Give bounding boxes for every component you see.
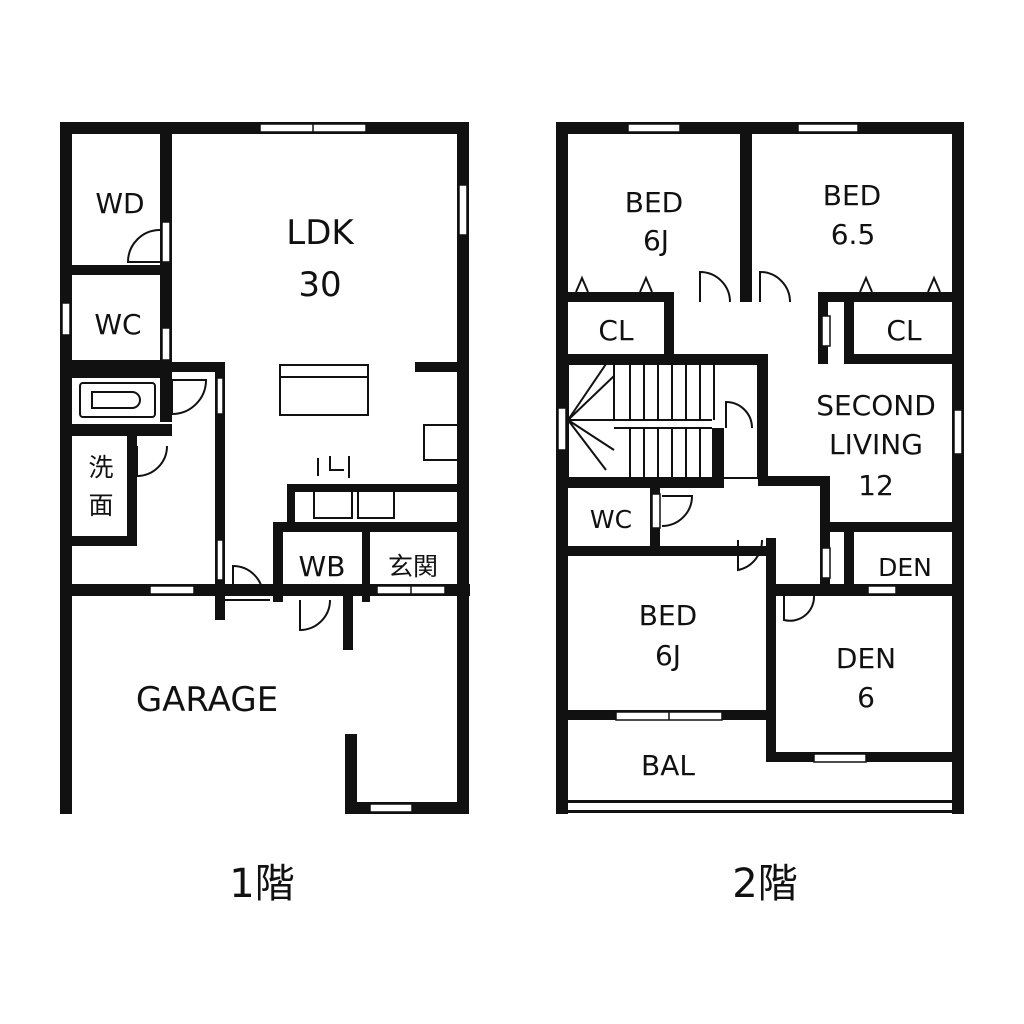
floor-2-labels: BED 6J BED 6.5 CL CL SECOND LIVING 12 WC…: [590, 179, 936, 782]
wd-door-icon: [126, 229, 161, 263]
room-label-cl-left: CL: [598, 314, 634, 347]
floor-1-plan: WD WC LDK 30 洗 面 WB 玄関 GARAGE 1階: [60, 122, 470, 907]
bed-ne-door-icon: [759, 270, 791, 303]
wash-door-icon: [136, 445, 168, 478]
room-label-cl-right: CL: [886, 314, 922, 347]
room-label-garage: GARAGE: [136, 680, 278, 720]
bed-nw-door-icon: [699, 270, 731, 303]
room-size-bed-nw: 6J: [643, 224, 669, 257]
room-label-senmen-2: 面: [88, 491, 113, 520]
sink-left-icon: [313, 487, 353, 519]
floor-2-stairs: [567, 363, 759, 479]
floor-1-doors: [126, 229, 331, 632]
room-label-second-living-2: LIVING: [829, 428, 923, 461]
wb-door-icon: [299, 599, 331, 632]
floor-1-fixtures: [79, 364, 459, 519]
room-label-den: DEN: [836, 642, 896, 675]
stove-icon: [317, 456, 350, 478]
room-label-wd: WD: [95, 187, 144, 220]
floor-1-labels: WD WC LDK 30 洗 面 WB 玄関 GARAGE: [88, 187, 438, 720]
room-label-den-small: DEN: [878, 553, 932, 582]
floor-2-caption: 2階: [732, 861, 797, 907]
fridge-icon: [423, 424, 459, 461]
closet-door-icon: [575, 275, 941, 293]
room-label-senmen-1: 洗: [88, 453, 113, 482]
room-label-wc-2f: WC: [590, 505, 632, 534]
room-label-genkan: 玄関: [388, 552, 438, 581]
bathtub-icon: [79, 382, 156, 418]
room-label-second-living-1: SECOND: [816, 389, 936, 422]
room-size-den: 6: [857, 681, 875, 714]
room-label-wb: WB: [299, 550, 346, 583]
room-size-second-living: 12: [858, 469, 894, 502]
den-door-icon: [783, 595, 816, 622]
room-label-bed-nw: BED: [625, 186, 683, 219]
floor-2-plan: BED 6J BED 6.5 CL CL SECOND LIVING 12 WC…: [556, 122, 964, 907]
floor-1-caption: 1階: [229, 861, 294, 907]
hall-door-icon: [232, 564, 264, 597]
room-size-bed-sw: 6J: [655, 639, 681, 672]
room-size-ldk: 30: [298, 265, 341, 305]
room-label-bed-sw: BED: [639, 599, 697, 632]
floor-1-windows: [61, 123, 468, 813]
sink-right-icon: [357, 487, 395, 519]
room-label-bed-ne: BED: [823, 179, 881, 212]
bath-door-icon: [171, 379, 208, 416]
room-label-ldk: LDK: [286, 213, 355, 253]
stair-treads-upper: [629, 364, 715, 420]
floor-2-windows: [557, 123, 963, 763]
bathtub-basin-icon: [91, 391, 141, 409]
bed-sw-door-icon: [737, 539, 764, 572]
room-label-bal: BAL: [641, 749, 695, 782]
floor-2-doors: [575, 270, 941, 622]
dining-table-icon: [279, 364, 369, 416]
stair-treads-lower: [629, 428, 701, 478]
stair-winders: [567, 363, 615, 471]
room-size-bed-ne: 6.5: [831, 218, 876, 251]
room-label-wc: WC: [94, 308, 141, 341]
stair-door-icon: [725, 400, 753, 429]
floor-2-walls: [556, 122, 964, 814]
wc-door-icon: [661, 495, 694, 527]
